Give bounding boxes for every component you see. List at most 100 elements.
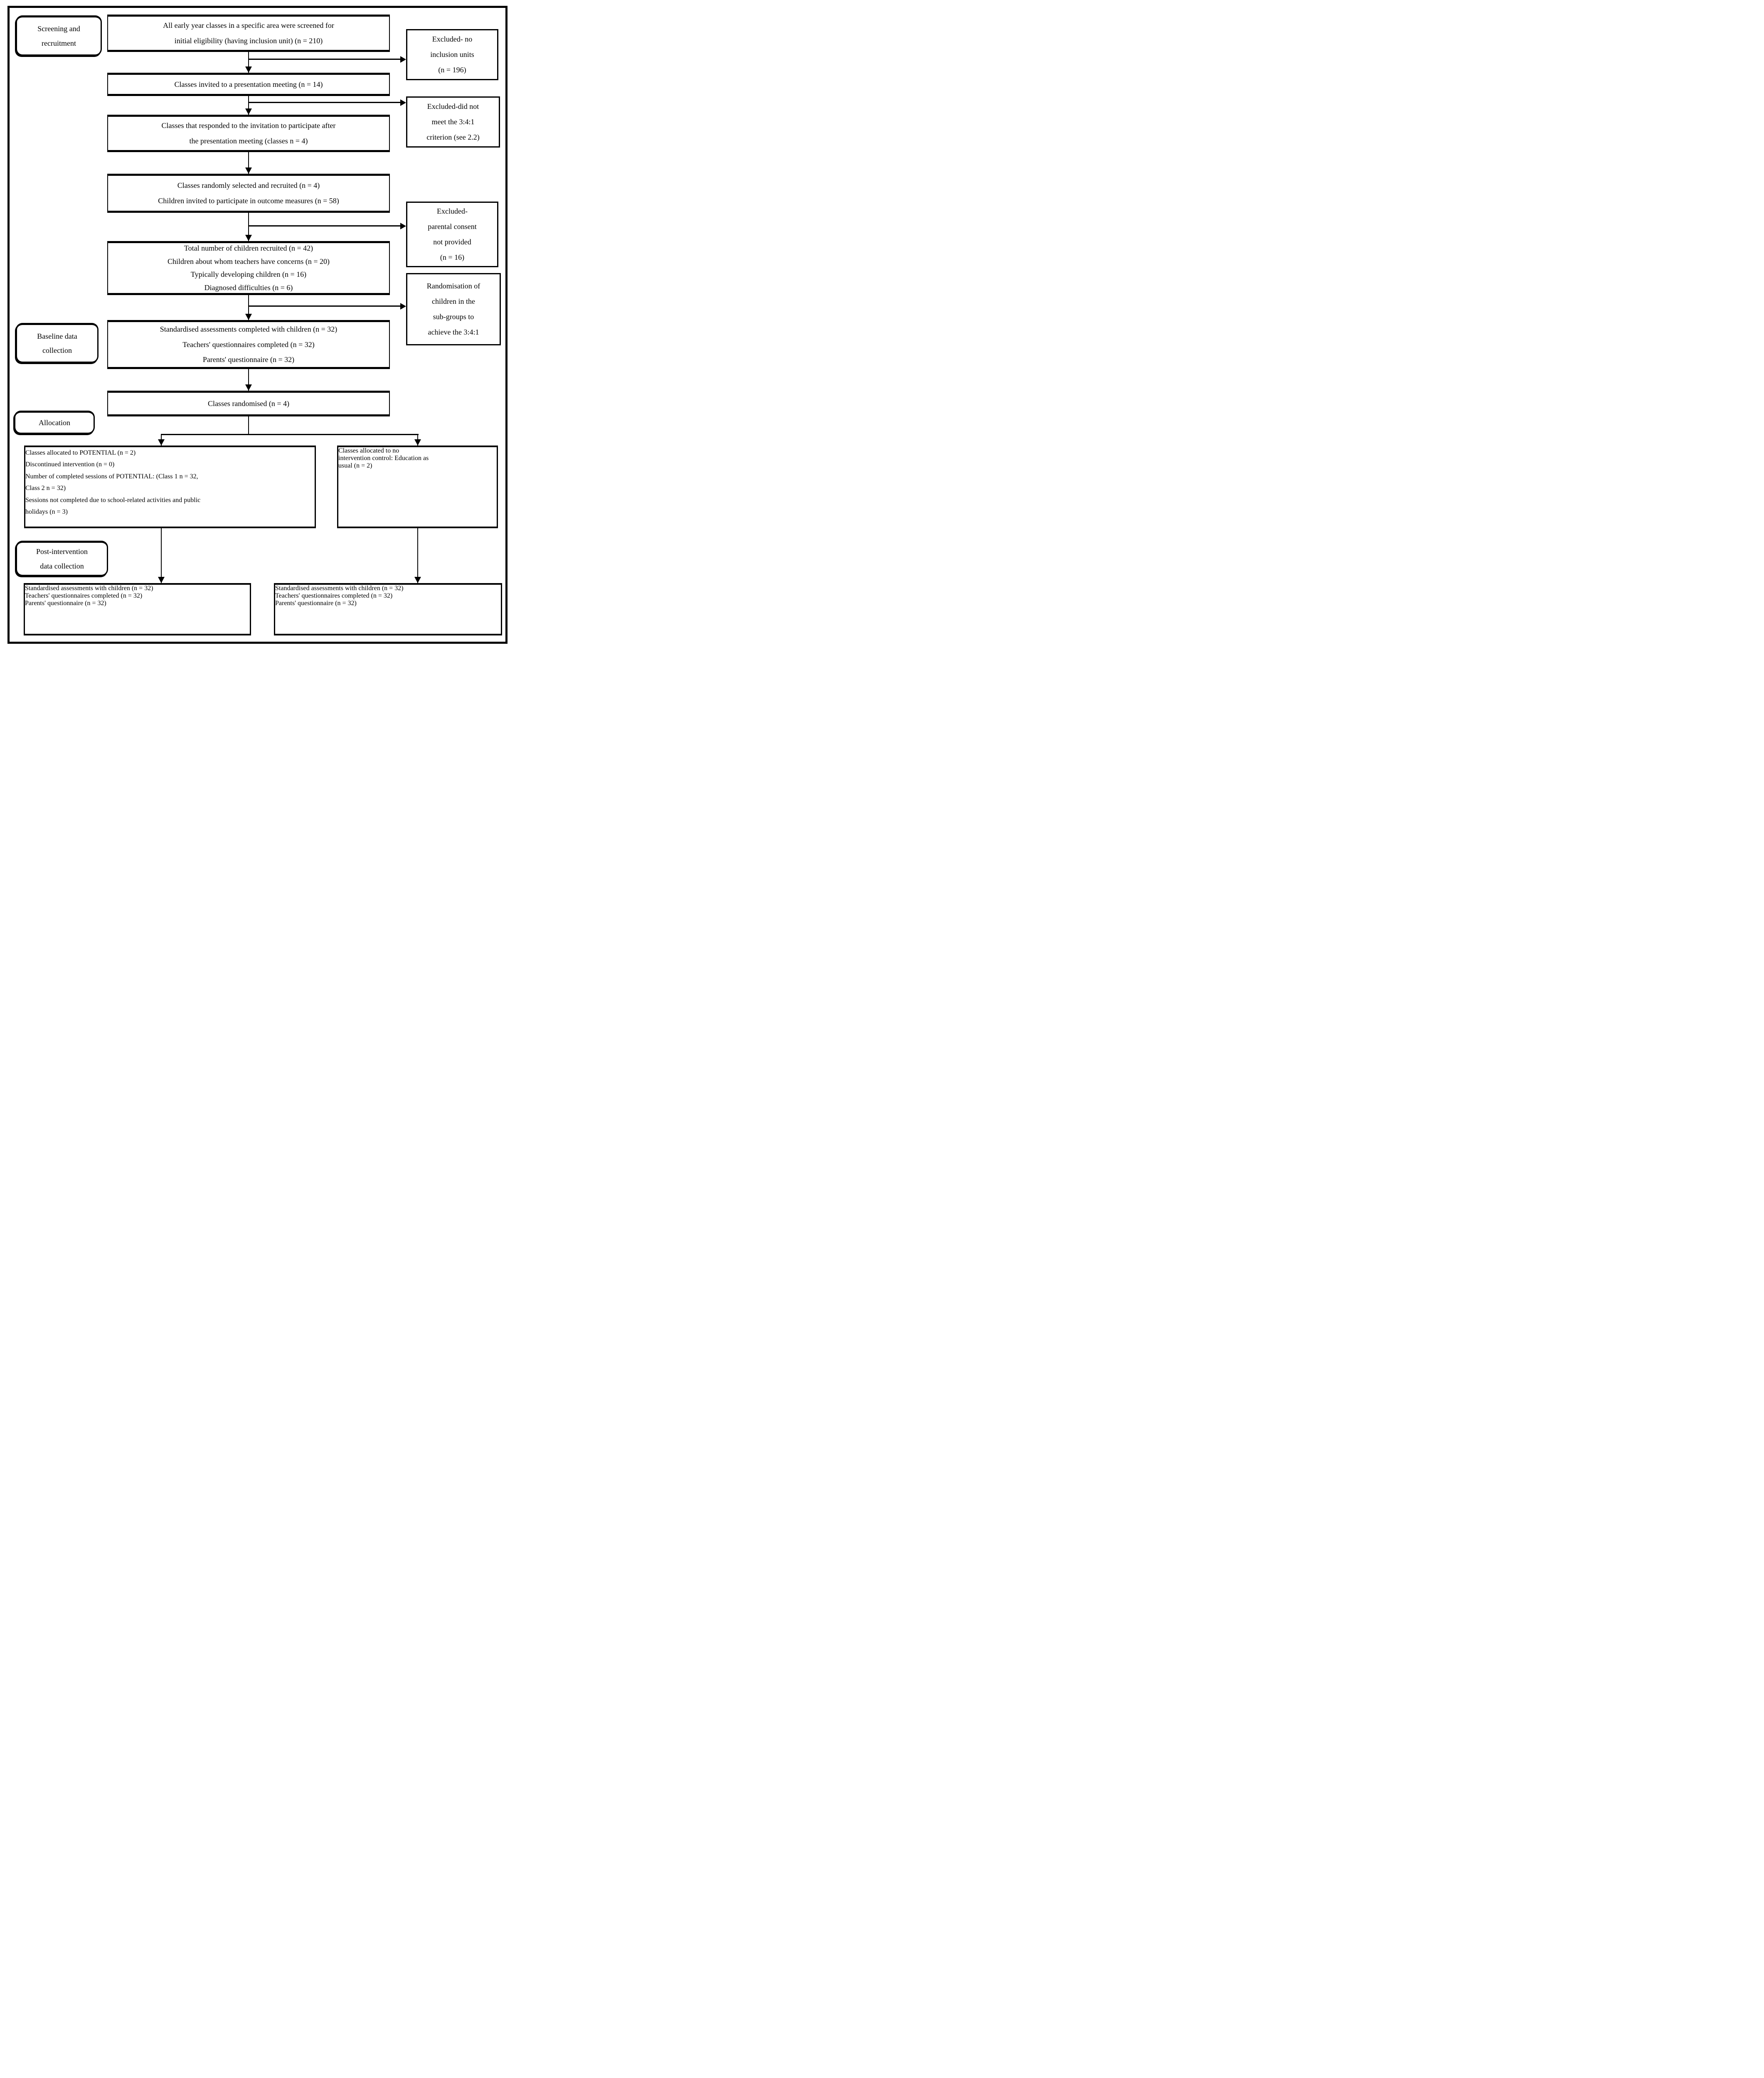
text-line: Parents' questionnaire (n = 32) (275, 600, 357, 607)
arrowhead-down-icon (414, 439, 421, 446)
randomisation-subgroups-box: Randomisation of children in the sub-gro… (406, 273, 501, 345)
text-line: Classes randomised (n = 4) (207, 399, 290, 408)
invited-box: Classes invited to a presentation meetin… (107, 73, 390, 96)
post-control-box: Standardised assessments with children (… (274, 583, 502, 635)
randomised-box: Classes randomised (n = 4) (107, 391, 390, 416)
screened-box: All early year classes in a specific are… (107, 15, 390, 52)
text-line: holidays (n = 3) (25, 508, 68, 516)
connector-to-excluded-consent (249, 225, 401, 227)
arrowhead-down-icon (245, 108, 252, 115)
text-line: Total number of children recruited (n = … (184, 244, 313, 252)
excluded-consent-box: Excluded- parental consent not provided … (406, 202, 498, 267)
text-line: Standardised assessments with children (… (275, 585, 404, 592)
text-line: Class 2 n = 32) (25, 485, 66, 492)
stage-label-text: Screening and (37, 25, 80, 33)
text-line: Classes that responded to the invitation… (161, 121, 336, 130)
stage-label-text: Allocation (39, 418, 70, 427)
split-horizontal-line (161, 434, 419, 435)
text-line: not provided (433, 238, 471, 246)
connector-invited-responded (248, 96, 249, 115)
text-line: achieve the 3:4:1 (428, 327, 479, 336)
text-line: Excluded- (437, 207, 468, 216)
stage-label-text: data collection (40, 561, 84, 570)
excluded-no-inclusion-box: Excluded- no inclusion units (n = 196) (406, 29, 498, 80)
arrowhead-down-icon (158, 577, 165, 583)
stage-label-baseline: Baseline data collection (16, 323, 99, 363)
connector-to-randomisation-subgroups (249, 305, 401, 307)
text-line: intervention control: Education as (338, 455, 429, 462)
text-line: sub-groups to (433, 313, 474, 321)
text-line: meet the 3:4:1 (431, 118, 475, 126)
connector-control-post (417, 528, 418, 583)
text-line: Standardised assessments completed with … (160, 325, 338, 333)
connector-screened-invited (248, 52, 249, 73)
stage-label-text: Post-intervention (36, 547, 88, 556)
flow-diagram: Screening and recruitment Baseline data … (0, 0, 515, 651)
text-line: Teachers' questionnaires completed (n = … (275, 592, 393, 599)
text-line: children in the (432, 297, 475, 306)
stage-label-post-intervention: Post-intervention data collection (16, 541, 108, 576)
connector-selected-recruited (248, 213, 249, 241)
responded-box: Classes that responded to the invitation… (107, 115, 390, 152)
text-line: Discontinued intervention (n = 0) (25, 461, 115, 468)
text-line: Classes allocated to POTENTIAL (n = 2) (25, 449, 136, 456)
text-line: initial eligibility (having inclusion un… (174, 37, 323, 45)
text-line: Teachers' questionnaires completed (n = … (25, 592, 143, 599)
text-line: Children about whom teachers have concer… (167, 257, 330, 266)
arrowhead-right-icon (400, 223, 406, 229)
stage-label-text: recruitment (42, 39, 76, 47)
arrowhead-down-icon (158, 439, 165, 446)
text-line: (n = 196) (438, 65, 466, 74)
stage-label-allocation: Allocation (14, 411, 95, 434)
text-line: Parents' questionnaire (n = 32) (25, 600, 106, 607)
excluded-criterion-box: Excluded-did not meet the 3:4:1 criterio… (406, 96, 500, 148)
text-line: the presentation meeting (classes n = 4) (189, 137, 308, 145)
text-line: Standardised assessments with children (… (25, 585, 153, 592)
connector-to-excluded-criterion (249, 102, 401, 103)
text-line: criterion (see 2.2) (426, 133, 480, 141)
text-line: All early year classes in a specific are… (163, 21, 334, 30)
arrowhead-right-icon (400, 99, 406, 106)
text-line: Number of completed sessions of POTENTIA… (25, 473, 198, 480)
text-line: Diagnosed difficulties (n = 6) (204, 283, 293, 292)
text-line: Parents' questionnaire (n = 32) (202, 355, 295, 364)
stage-label-text: Baseline data (37, 332, 77, 340)
baseline-data-box: Standardised assessments completed with … (107, 320, 390, 369)
text-line: Teachers' questionnaires completed (n = … (182, 340, 315, 349)
recruited-box: Total number of children recruited (n = … (107, 241, 390, 295)
connector-potential-post (161, 528, 162, 583)
text-line: usual (n = 2) (338, 462, 372, 469)
text-line: Typically developing children (n = 16) (190, 270, 307, 278)
post-potential-box: Standardised assessments with children (… (24, 583, 251, 635)
connector-responded-selected (248, 152, 249, 174)
text-line: Children invited to participate in outco… (158, 197, 339, 205)
arrowhead-down-icon (245, 384, 252, 391)
text-line: Classes randomly selected and recruited … (177, 181, 320, 190)
stage-label-screening: Screening and recruitment (16, 15, 102, 56)
arrowhead-down-icon (245, 66, 252, 73)
text-line: parental consent (428, 222, 477, 231)
arrowhead-down-icon (414, 577, 421, 583)
selected-box: Classes randomly selected and recruited … (107, 174, 390, 213)
connector-to-excluded-no-inclusion (249, 59, 401, 60)
text-line: Randomisation of (426, 282, 480, 291)
alloc-potential-box: Classes allocated to POTENTIAL (n = 2) D… (24, 446, 316, 528)
outer-border (7, 6, 508, 644)
arrowhead-down-icon (245, 235, 252, 241)
stage-label-text: collection (42, 346, 72, 355)
text-line: Classes invited to a presentation meetin… (174, 80, 323, 89)
arrowhead-down-icon (245, 167, 252, 174)
connector-randomised-split (248, 416, 249, 435)
arrowhead-down-icon (245, 314, 252, 320)
text-line: Classes allocated to no (338, 447, 399, 454)
text-line: Excluded- no (432, 35, 473, 44)
alloc-control-box: Classes allocated to no intervention con… (337, 446, 498, 528)
text-line: Sessions not completed due to school-rel… (25, 496, 201, 504)
connector-recruited-baseline (248, 295, 249, 320)
text-line: (n = 16) (440, 253, 465, 261)
arrowhead-right-icon (400, 56, 406, 63)
arrowhead-right-icon (400, 303, 406, 310)
text-line: Excluded-did not (427, 102, 479, 111)
connector-baseline-randomised (248, 369, 249, 391)
text-line: inclusion units (430, 50, 474, 59)
